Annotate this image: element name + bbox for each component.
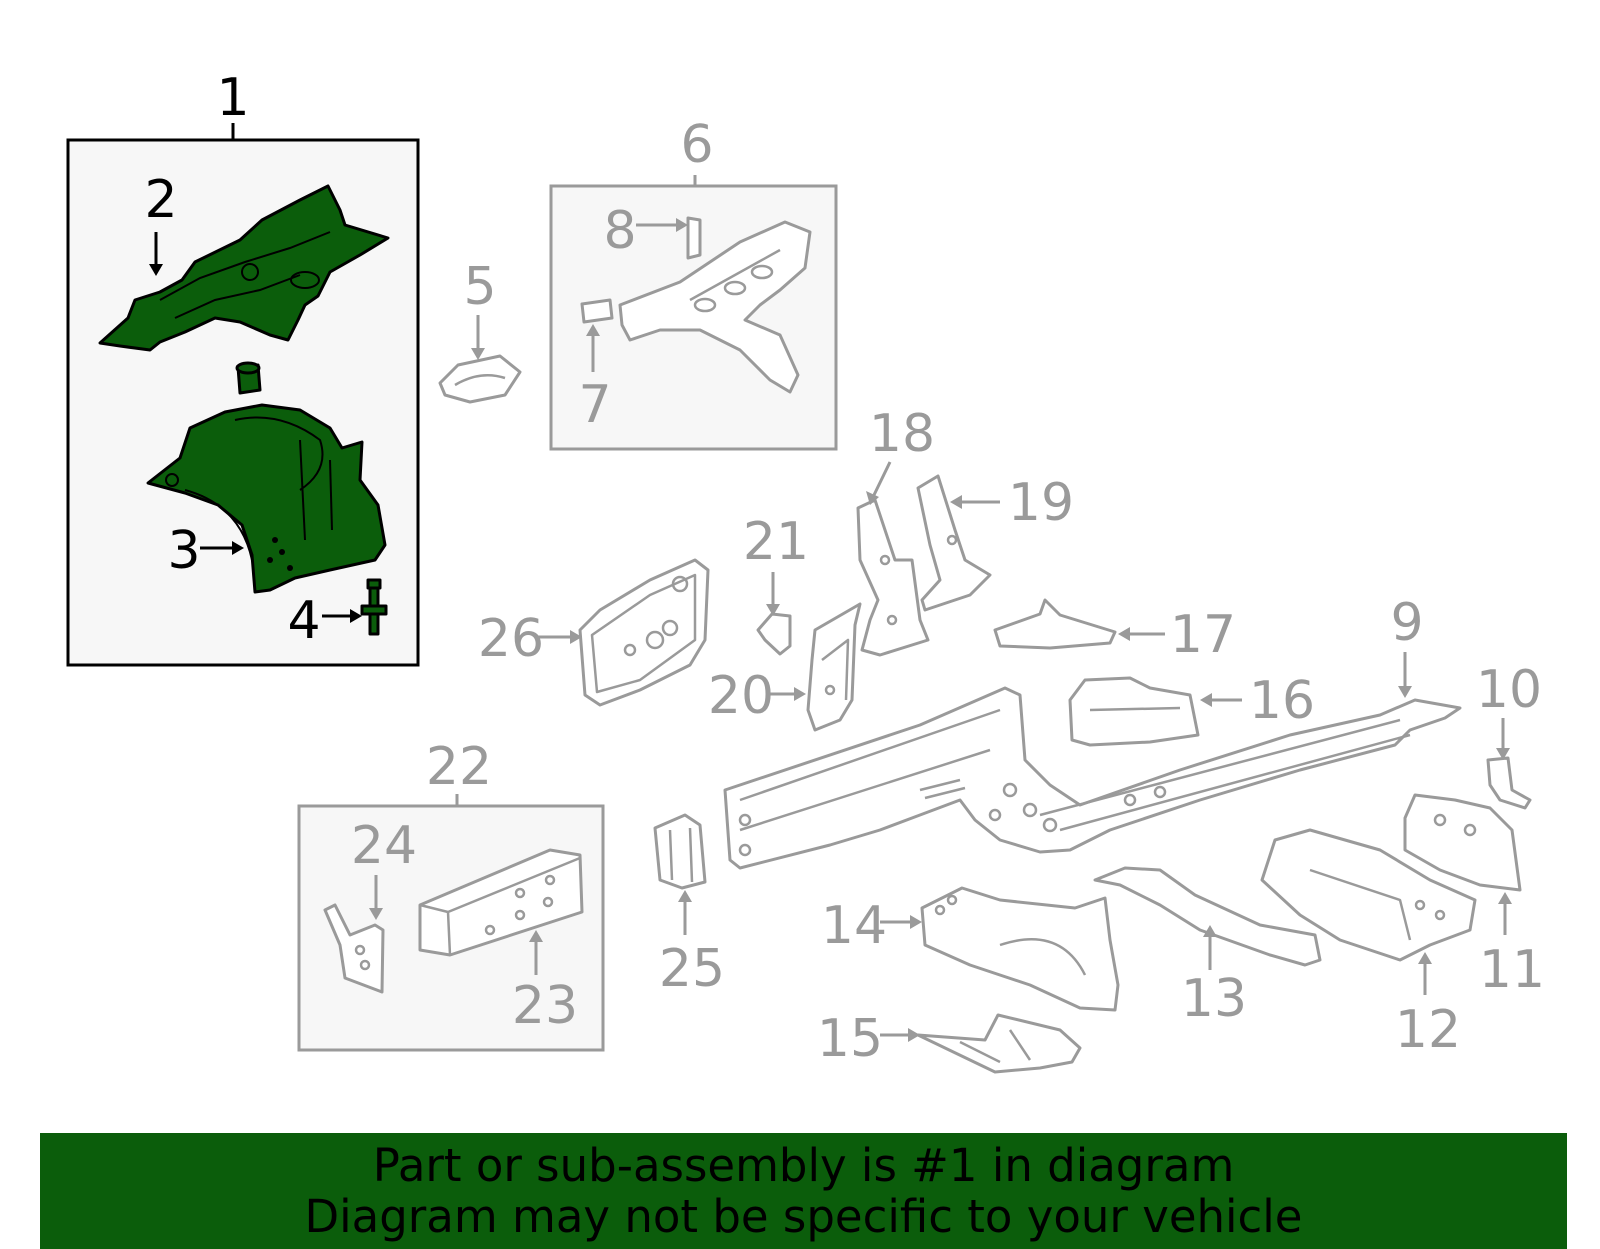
group-1-assembly[interactable]: 1 2 3 bbox=[66, 68, 420, 667]
group-6-assembly[interactable]: 6 8 7 bbox=[549, 115, 838, 451]
part-26-plate[interactable] bbox=[578, 558, 710, 707]
part-4-bolt[interactable] bbox=[360, 578, 388, 636]
callout-21: 21 bbox=[743, 512, 809, 572]
part-16-bracket[interactable] bbox=[1068, 676, 1200, 747]
banner-line-1: Part or sub-assembly is #1 in diagram bbox=[372, 1139, 1235, 1192]
part-25-bracket[interactable] bbox=[653, 813, 707, 890]
part-24-bracket[interactable] bbox=[323, 903, 385, 994]
part-14-plate[interactable] bbox=[920, 886, 1120, 1012]
part-5-cover[interactable] bbox=[438, 354, 522, 404]
callout-9: 9 bbox=[1390, 593, 1423, 653]
callout-2: 2 bbox=[144, 170, 177, 230]
callout-4: 4 bbox=[287, 591, 320, 651]
part-9-main-rail[interactable] bbox=[723, 686, 1462, 870]
part-15-bracket[interactable] bbox=[916, 1013, 1082, 1074]
callout-1: 1 bbox=[216, 68, 249, 128]
callout-12: 12 bbox=[1395, 1000, 1461, 1060]
part-6-rail-bracket[interactable] bbox=[618, 220, 812, 394]
callout-22: 22 bbox=[426, 737, 492, 797]
group-22-assembly[interactable]: 22 23 24 bbox=[297, 737, 605, 1052]
part-12-bracket[interactable] bbox=[1260, 828, 1477, 962]
part-11-extension[interactable] bbox=[1403, 793, 1522, 892]
callout-14: 14 bbox=[821, 896, 887, 956]
part-18-pillar[interactable] bbox=[856, 498, 930, 657]
part-8-clip[interactable] bbox=[686, 216, 702, 260]
part-13-rail-extension[interactable] bbox=[1093, 866, 1322, 967]
callout-11: 11 bbox=[1479, 940, 1545, 1000]
callout-25: 25 bbox=[659, 939, 725, 999]
callout-19: 19 bbox=[1008, 473, 1074, 533]
callout-24: 24 bbox=[351, 816, 417, 876]
part-2-upper-apron[interactable] bbox=[98, 184, 390, 352]
callout-13: 13 bbox=[1181, 969, 1247, 1029]
callout-20: 20 bbox=[708, 666, 774, 726]
part-23-box-member[interactable] bbox=[418, 848, 584, 957]
callout-18: 18 bbox=[869, 404, 935, 464]
part-17-gusset[interactable] bbox=[993, 598, 1117, 650]
callout-16: 16 bbox=[1249, 671, 1315, 731]
callout-17: 17 bbox=[1170, 605, 1236, 665]
part-3-wheelhouse[interactable] bbox=[146, 403, 387, 594]
callout-23: 23 bbox=[512, 976, 578, 1036]
callout-26: 26 bbox=[478, 609, 544, 669]
callout-6: 6 bbox=[680, 115, 713, 175]
part-21-clip[interactable] bbox=[756, 612, 792, 656]
group-1-frame bbox=[66, 138, 420, 667]
part-1-bumper-stop[interactable] bbox=[235, 361, 262, 395]
callout-7: 7 bbox=[578, 375, 611, 435]
part-19-bracket[interactable] bbox=[916, 474, 992, 612]
callout-15: 15 bbox=[817, 1009, 883, 1069]
callout-5: 5 bbox=[463, 257, 496, 317]
part-20-reinforcement[interactable] bbox=[806, 602, 862, 732]
part-7-clip[interactable] bbox=[580, 298, 614, 324]
callout-3: 3 bbox=[167, 521, 200, 581]
info-banner: Part or sub-assembly is #1 in diagram Di… bbox=[40, 1133, 1567, 1249]
callout-8: 8 bbox=[603, 201, 636, 261]
banner-line-2: Diagram may not be specific to your vehi… bbox=[304, 1190, 1303, 1243]
part-10-clip[interactable] bbox=[1486, 756, 1532, 810]
callout-10: 10 bbox=[1476, 660, 1542, 720]
